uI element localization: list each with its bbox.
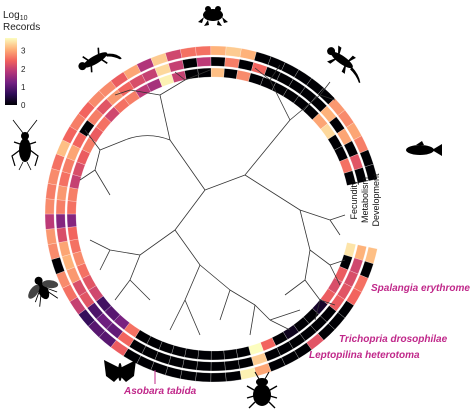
heat-cell-development: [210, 45, 227, 56]
legend-colorbar: [5, 38, 17, 105]
heat-cell-metabolism: [354, 167, 367, 184]
heat-cell-fecundity: [69, 238, 82, 254]
color-legend: Log10 Records 3 2 1 0: [3, 10, 40, 110]
heat-cell-metabolism: [182, 359, 198, 371]
heat-cell-fecundity: [197, 67, 212, 78]
heat-cell-metabolism: [55, 199, 66, 215]
heat-cell-development: [225, 370, 242, 382]
heat-cell-metabolism: [61, 254, 75, 271]
heat-cell-fecundity: [223, 348, 238, 360]
tree-branch: [254, 64, 346, 236]
heat-cell-metabolism: [237, 59, 254, 72]
heat-cell-development: [195, 45, 212, 57]
tree-branch: [284, 249, 346, 321]
heat-cell-metabolism: [354, 244, 367, 261]
heat-cell-metabolism: [168, 355, 185, 369]
heat-cell-metabolism: [251, 352, 268, 366]
heat-cell-metabolism: [224, 57, 240, 69]
legend-tick-label: 1: [21, 83, 26, 92]
legend-title-line2: Records: [3, 22, 40, 33]
heat-cell-fecundity: [184, 68, 199, 80]
ring-labels: Fecundity Metabolism Development: [349, 173, 381, 227]
legend-tick-label: 0: [21, 101, 26, 110]
heat-cell-metabolism: [55, 213, 66, 229]
heat-cell-metabolism: [154, 63, 172, 77]
phylogenetic-tree: [79, 64, 346, 336]
heat-cell-fecundity: [210, 350, 225, 361]
heat-cell-fecundity: [69, 174, 82, 190]
heat-cell-development: [165, 49, 183, 62]
heat-cell-metabolism: [58, 171, 71, 188]
heat-cell-fecundity: [171, 345, 187, 358]
lizard-icon: [327, 45, 361, 83]
heat-cell-metabolism: [196, 56, 212, 67]
heat-cell-development: [239, 48, 257, 61]
heat-cell-development: [45, 183, 57, 200]
heat-cell-development: [44, 213, 55, 230]
heat-cell-metabolism: [56, 185, 68, 201]
legend-tick-label: 3: [21, 47, 26, 56]
heat-cell-development: [239, 367, 257, 380]
heat-cell-metabolism: [56, 227, 68, 243]
heat-cell-development: [165, 366, 183, 379]
heat-cell-fecundity: [67, 187, 79, 202]
species-label-leptopilina: Leptopilina heterotoma: [309, 350, 420, 361]
legend-title: Log10: [3, 10, 28, 22]
ring-label-fecundity: Fecundity: [349, 180, 359, 220]
species-label-asobara: Asobara tabida: [123, 386, 197, 397]
ring-label-metabolism: Metabolism: [360, 177, 370, 223]
frog-icon: [198, 6, 228, 26]
heat-cell-metabolism: [210, 361, 226, 372]
heat-cell-development: [195, 371, 212, 383]
moth-icon: [104, 360, 136, 382]
tree-branch: [169, 79, 331, 251]
species-label-trichopria: Trichopria drosophilae: [339, 334, 448, 345]
tree-branch: [79, 69, 211, 196]
heat-cell-fecundity: [343, 170, 356, 186]
heat-cell-development: [210, 372, 227, 383]
heat-cell-development: [51, 257, 65, 275]
species-labels: Spalangia erythromera Trichopria drosoph…: [123, 283, 470, 397]
heat-cell-metabolism: [168, 59, 185, 73]
species-label-spalangia: Spalangia erythromera: [371, 283, 470, 294]
heat-cell-development: [47, 168, 61, 186]
heat-cell-fecundity: [184, 348, 199, 360]
heat-cell-development: [180, 46, 197, 59]
heat-cell-development: [225, 46, 242, 58]
heat-cell-development: [180, 369, 197, 382]
heat-cell-development: [47, 242, 61, 260]
heat-cell-metabolism: [58, 240, 71, 257]
heat-cell-fecundity: [210, 67, 225, 78]
heat-cell-metabolism: [182, 57, 198, 69]
heat-cell-development: [364, 164, 378, 182]
heatmap-rings: [44, 45, 378, 383]
heat-cell-metabolism: [224, 359, 240, 371]
heat-cell-fecundity: [66, 200, 77, 215]
heat-cell-fecundity: [67, 226, 79, 241]
heat-cell-metabolism: [237, 356, 254, 369]
heat-cell-metabolism: [196, 361, 212, 372]
heat-cell-metabolism: [210, 56, 226, 67]
heat-cell-fecundity: [236, 69, 251, 82]
heat-cell-fecundity: [197, 350, 212, 361]
heat-cell-development: [44, 198, 55, 215]
heat-cell-fecundity: [223, 68, 238, 80]
heat-cell-fecundity: [236, 346, 251, 359]
heat-cell-fecundity: [66, 213, 77, 228]
legend-tick-label: 2: [21, 65, 26, 74]
heat-cell-development: [364, 246, 378, 264]
fish-icon: [406, 141, 442, 156]
cricket-icon: [11, 119, 39, 171]
ring-label-development: Development: [371, 173, 381, 227]
beetle-icon: [246, 371, 278, 409]
heat-cell-development: [253, 51, 272, 65]
heat-cell-development: [45, 228, 57, 245]
fly-icon: [28, 276, 59, 307]
newt-icon: [78, 47, 122, 73]
tree-branch: [89, 189, 301, 336]
